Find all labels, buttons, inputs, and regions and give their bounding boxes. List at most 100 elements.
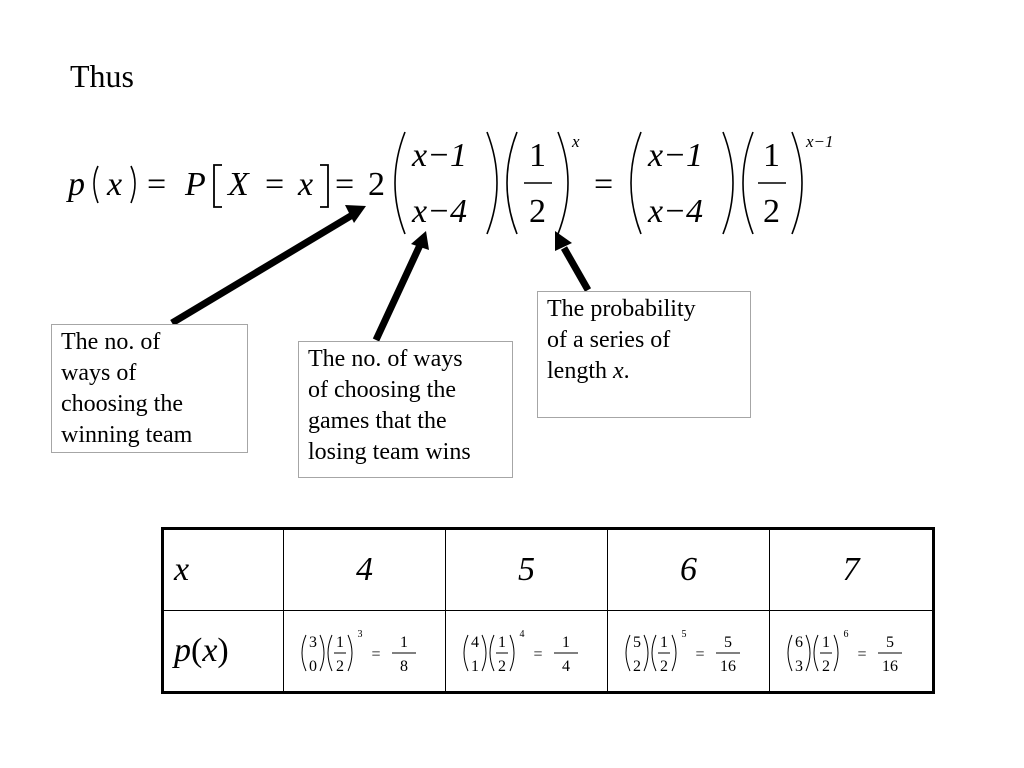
callout-line: length x. <box>547 356 741 387</box>
binom1-paren-right <box>486 131 498 235</box>
formula-x: x <box>297 166 313 203</box>
x-value: 6 <box>607 528 770 611</box>
callout-line: of choosing the <box>308 377 456 403</box>
half-paren-right <box>671 634 676 672</box>
frac2-num: 1 <box>763 137 780 174</box>
callout-line: The no. of ways <box>308 346 463 372</box>
binom-paren-left <box>787 634 793 672</box>
paren-left <box>93 165 99 204</box>
frac1-exponent: x <box>571 132 580 151</box>
callout-line: of a series of <box>547 327 671 353</box>
binom-top: 5 <box>633 634 641 651</box>
binom-top: 6 <box>795 634 803 651</box>
callout-line: choosing the <box>61 391 183 417</box>
binom2-paren-right <box>722 131 734 235</box>
label-p: p <box>174 632 191 669</box>
binom-paren-right <box>319 634 324 672</box>
result-num: 5 <box>724 634 732 651</box>
binom-paren-left <box>625 634 630 672</box>
formula-lhs-x: x <box>106 166 122 203</box>
half-den: 2 <box>822 658 830 675</box>
binom-top: 3 <box>309 634 317 651</box>
formula-lhs-p: p <box>66 166 85 203</box>
arrowhead-binomial <box>411 231 429 250</box>
table-row-x: x 4 5 6 7 <box>162 528 934 611</box>
equals: = <box>695 646 704 663</box>
paren-right <box>130 165 136 204</box>
result-den: 16 <box>720 658 736 675</box>
frac1-paren-left <box>506 131 518 235</box>
callout-line: The probability <box>547 296 696 322</box>
half-paren-right <box>347 634 352 672</box>
callout-line: games that the <box>308 408 447 434</box>
half-paren-left <box>489 634 494 672</box>
binom-bottom: 1 <box>471 658 479 675</box>
arrow-to-probability <box>560 246 592 292</box>
formula-coefficient: 2 <box>368 166 385 203</box>
callout-line: losing team wins <box>308 439 471 465</box>
callout-winning-team: The no. of ways of choosing the winning … <box>51 324 248 453</box>
frac2-paren-right <box>791 131 803 235</box>
half-num: 1 <box>498 634 506 651</box>
half-den: 2 <box>660 658 668 675</box>
frac1-num: 1 <box>529 137 546 174</box>
half-exponent: 6 <box>844 629 849 640</box>
binom-paren-right <box>805 634 811 672</box>
row-label-px: p(x) <box>162 610 284 693</box>
formula-equals-2: = <box>265 166 284 203</box>
half-num: 1 <box>822 634 830 651</box>
x-value: 4 <box>283 528 446 611</box>
equals: = <box>533 646 542 663</box>
binom1-paren-left <box>394 131 406 235</box>
half-exponent: 3 <box>357 629 362 640</box>
bracket-left <box>213 164 222 208</box>
label-x: x <box>202 632 218 669</box>
bracket-right <box>320 164 329 208</box>
equals: = <box>857 646 866 663</box>
binom2-paren-left <box>630 131 642 235</box>
binom-paren-left <box>301 634 306 672</box>
arrowhead-probability <box>555 231 572 251</box>
row-label-x: x <box>162 528 284 611</box>
frac2-paren-left <box>742 131 754 235</box>
half-exponent: 4 <box>519 629 524 640</box>
arrowhead-coefficient <box>345 205 366 223</box>
half-paren-left <box>651 634 656 672</box>
result-num: 1 <box>400 634 408 651</box>
half-exponent: 5 <box>681 629 686 640</box>
binom1-bottom: x−4 <box>411 193 467 230</box>
binom-top: 4 <box>471 634 479 651</box>
callout-variable: x <box>613 358 624 384</box>
formula-equals-3: = <box>335 166 354 203</box>
callout-losing-team: The no. of ways of choosing the games th… <box>298 341 513 478</box>
result-den: 16 <box>882 658 898 675</box>
formula-P: P <box>184 166 206 203</box>
half-num: 1 <box>336 634 344 651</box>
half-paren-right <box>833 634 839 672</box>
binom2-top: x−1 <box>647 137 703 174</box>
half-den: 2 <box>498 658 506 675</box>
x-value: 7 <box>769 528 934 611</box>
frac2-exponent: x−1 <box>805 132 834 151</box>
callout-probability: The probability of a series of length x. <box>537 291 751 418</box>
half-paren-left <box>813 634 819 672</box>
half-paren-left <box>327 634 332 672</box>
x-value: 5 <box>445 528 608 611</box>
callout-line: winning team <box>61 422 193 448</box>
binom-paren-right <box>481 634 486 672</box>
binom-paren-left <box>463 634 468 672</box>
formula-X: X <box>226 166 250 203</box>
callout-line: ways of <box>61 360 137 386</box>
frac1-den: 2 <box>529 193 546 230</box>
callout-period: . <box>623 358 630 384</box>
frac2-den: 2 <box>763 193 780 230</box>
